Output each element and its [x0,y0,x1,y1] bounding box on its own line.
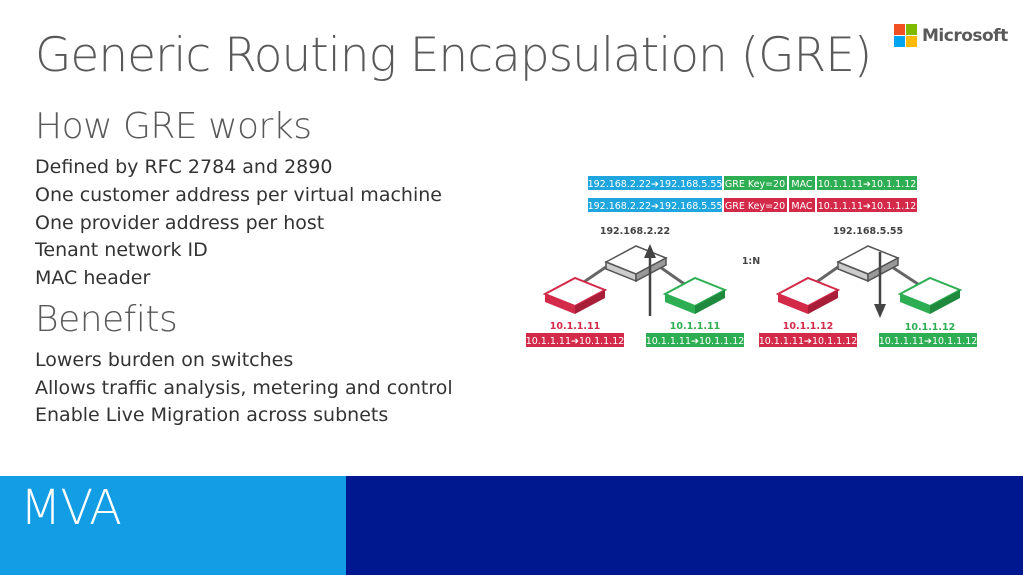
host-label: 192.168.5.55 [833,226,903,237]
packet-row-2: 192.168.2.22➔192.168.5.55 GRE Key=20 MAC… [588,198,917,212]
footer-right-band [346,476,1023,575]
packet-inner-header: 10.1.1.11➔10.1.1.12 [818,179,917,190]
ratio-label: 1:N [742,256,760,267]
bullet: Allows traffic analysis, metering and co… [35,377,453,399]
mva-label: MVA [20,480,122,536]
vm-server-icon [542,276,608,314]
vm-server-icon [897,276,963,314]
slide-title: Generic Routing Encapsulation (GRE) [35,28,872,83]
bullet: Enable Live Migration across subnets [35,404,389,426]
host-server-icon [604,245,668,283]
bullet: One provider address per host [35,212,325,234]
microsoft-logo: Microsoft [894,24,1008,47]
packet-gre-key: GRE Key=20 [725,201,785,212]
bullet: MAC header [35,267,151,289]
host-server-icon [836,245,900,283]
packet-mac: MAC [791,201,813,212]
vm-flow-label: 10.1.1.11➔10.1.1.12 [526,336,625,347]
logo-text: Microsoft [922,25,1008,46]
vm-server-icon [662,276,728,314]
packet-row-1: 192.168.2.22➔192.168.5.55 GRE Key=20 MAC… [588,176,917,190]
vm-ip-label: 10.1.1.12 [905,322,956,333]
packet-outer-header: 192.168.2.22➔192.168.5.55 [588,201,723,212]
packet-inner-header: 10.1.1.11➔10.1.1.12 [818,201,917,212]
section-heading-benefits: Benefits [35,299,178,340]
bullet: Defined by RFC 2784 and 2890 [35,156,333,178]
host-label: 192.168.2.22 [600,226,670,237]
vm-ip-label: 10.1.1.11 [670,321,721,332]
bullet: Lowers burden on switches [35,349,294,371]
packet-outer-header: 192.168.2.22➔192.168.5.55 [588,179,723,190]
section-heading-how-gre-works: How GRE works [35,106,312,147]
vm-server-icon [775,276,841,314]
footer-left-band [0,476,346,575]
vm-ip-label: 10.1.1.12 [783,321,834,332]
arrow-down-icon [874,252,886,318]
bullet: Tenant network ID [35,239,208,261]
vm-flow-label: 10.1.1.11➔10.1.1.12 [646,336,745,347]
bullet: One customer address per virtual machine [35,184,442,206]
packet-mac: MAC [791,179,813,190]
packet-gre-key: GRE Key=20 [725,179,785,190]
gre-diagram: 192.168.2.22➔192.168.5.55 GRE Key=20 MAC… [526,176,978,347]
windows-logo-icon [894,24,917,47]
vm-flow-label: 10.1.1.11➔10.1.1.12 [759,336,858,347]
arrow-up-icon [644,244,656,316]
vm-flow-label: 10.1.1.11➔10.1.1.12 [879,336,978,347]
vm-ip-label: 10.1.1.11 [550,321,601,332]
